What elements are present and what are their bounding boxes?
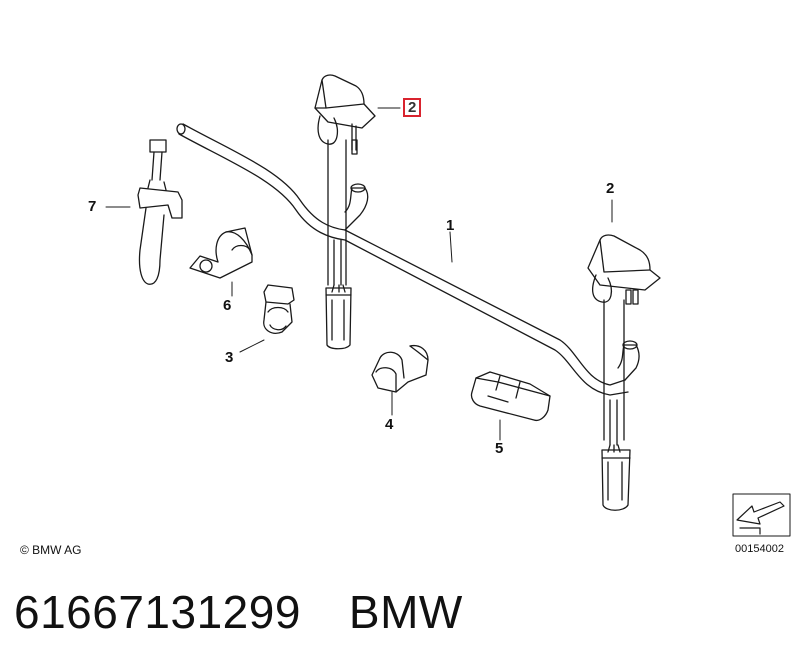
washer-hose [176, 123, 640, 396]
callout-5[interactable]: 5 [495, 440, 504, 457]
leader-lines [105, 107, 613, 441]
clip-part-6 [189, 227, 253, 279]
footer-caption: 61667131299 BMW [14, 585, 463, 639]
callout-1[interactable]: 1 [446, 217, 455, 234]
callout-4[interactable]: 4 [385, 416, 394, 433]
callout-3[interactable]: 3 [225, 349, 234, 366]
callout-2[interactable]: 2 [606, 180, 615, 197]
clip-part-4 [371, 344, 429, 393]
diagram-code: 00154002 [735, 543, 784, 555]
reference-arrow-icon [732, 493, 791, 537]
callout-2-highlighted[interactable]: 2 [403, 98, 422, 117]
brand-name: BMW [348, 586, 463, 638]
clip-part-3 [263, 284, 295, 334]
callout-7[interactable]: 7 [88, 198, 97, 215]
callout-6[interactable]: 6 [223, 297, 232, 314]
clip-part-7 [137, 139, 183, 285]
copyright-notice: © BMW AG [20, 543, 82, 557]
clip-part-5 [470, 371, 551, 422]
washer-nozzle-right [587, 234, 661, 511]
washer-nozzle-top [314, 74, 376, 350]
part-number: 61667131299 [14, 586, 301, 638]
